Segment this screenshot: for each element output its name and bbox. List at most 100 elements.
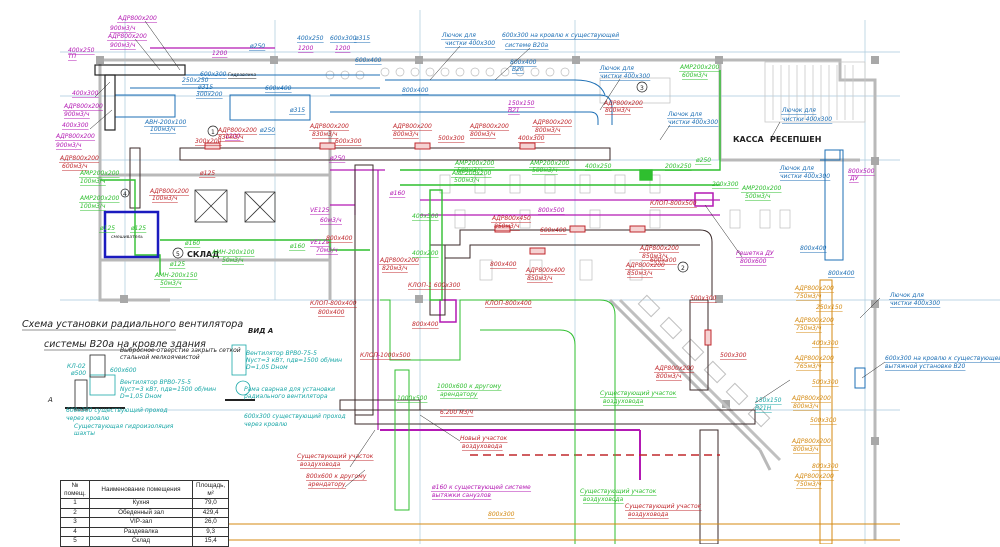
duct-annotation: 800х400 — [412, 321, 439, 328]
duct-annotation: ø125 — [99, 225, 115, 232]
cell-num: 3 — [60, 517, 90, 528]
duct-annotation: АДР800х200 — [59, 155, 99, 162]
duct-annotation: 400х250 — [68, 47, 95, 54]
duct-annotation: АМР200х200 — [529, 160, 570, 167]
duct-annotation: 300х200 — [196, 91, 223, 98]
air-handling-unit — [103, 210, 160, 259]
table-row: 1 Кухня 79,0 — [60, 498, 230, 509]
duct-annotation: 600м3/ч — [682, 72, 708, 79]
fan-scheme-drawing — [65, 344, 255, 411]
duct-annotation: Выбросное отверстие закрыть сеткой — [120, 347, 241, 354]
duct-annotation: Лючок для — [781, 107, 816, 114]
cell-area: 15,4 — [191, 536, 230, 547]
duct-annotation: АДР800х200 — [379, 257, 419, 264]
green-system — [100, 70, 721, 544]
duct-annotation: 100м3/ч — [150, 126, 176, 133]
duct-annotation: 150х150 — [755, 397, 782, 404]
duct-annotation: чистки 400х300 — [600, 73, 650, 80]
view-a-label: ВИД А — [248, 327, 273, 335]
room-marker-2: 2 — [681, 265, 685, 272]
duct-annotation: 800х500 — [848, 168, 875, 175]
duct-annotation: КЛОП-800х500 — [650, 200, 697, 207]
duct-annotation: КЛОП-1 600х300 — [408, 282, 461, 289]
room-marker-5: 5 — [176, 251, 180, 258]
duct-annotation: 1200 — [212, 50, 227, 57]
duct-annotation: АМН-200х150 — [154, 272, 198, 279]
duct-annotation: Решетка ДУ — [736, 250, 774, 257]
duct-annotation: 820м3/ч — [382, 265, 408, 272]
duct-annotation: Вентилятор ВРВ0-75-5 — [246, 350, 317, 357]
duct-annotation: 850м3/ч — [642, 253, 668, 260]
duct-annotation: 800х400 — [510, 59, 537, 66]
duct-annotation: чистки 400х300 — [890, 300, 940, 307]
duct-annotation: Существующий участок — [600, 390, 677, 397]
table-row: 2 Обеденный зал 429,4 — [60, 507, 230, 518]
duct-annotation: VE125 — [310, 239, 330, 246]
duct-annotation: АМР200х200 — [454, 160, 495, 167]
orange-system — [110, 279, 900, 544]
duct-annotation: АМР200х200 — [79, 195, 120, 202]
diagonal-booths — [618, 294, 782, 462]
duct-annotation: воздуховода — [603, 398, 644, 405]
duct-annotation: АМР200х200 — [679, 64, 720, 71]
duct-annotation: воздуховода — [583, 496, 624, 503]
duct-annotation: радиального вентилятора — [243, 393, 328, 400]
staircase — [764, 61, 866, 123]
duct-annotation: 1000х600 к другому — [437, 383, 502, 390]
labels-blue: 400х250 600х300 ø315 250х250 600х300 ø31… — [144, 32, 1000, 371]
duct-annotation: 500м3/ч — [457, 167, 483, 174]
duct-annotation: ø160 — [184, 240, 200, 247]
duct-annotation: 850м3/ч — [494, 223, 520, 230]
duct-annotation: Существующий участок — [580, 488, 657, 495]
duct-annotation: АДР800х200 — [532, 119, 572, 126]
duct-annotation: 60м3/ч — [320, 217, 342, 224]
duct-annotation: 500х300 — [810, 417, 837, 424]
duct-annotation: АМН-200х100 — [211, 249, 255, 256]
duct-annotation: АМР200х200 — [79, 170, 120, 177]
duct-annotation: 600х400 — [265, 85, 292, 92]
duct-annotation: ø250 — [249, 43, 265, 50]
labels-cyan: 150х150 В21Н — [755, 397, 782, 413]
duct-annotation: 900м3/ч — [64, 111, 90, 118]
duct-annotation: АДР800х200 — [63, 103, 103, 110]
duct-annotation: 1200 — [225, 133, 240, 140]
duct-annotation: АДР800х200 — [217, 127, 257, 134]
labels-green: АМР200х200 100м3/ч АМР200х200 100м3/ч ø1… — [79, 64, 782, 504]
duct-annotation: Существующий участок — [625, 503, 702, 510]
duct-annotation: АДР800х200 — [639, 245, 679, 252]
duct-annotation: 800х300 — [488, 511, 515, 518]
duct-annotation: Существующая гидроизоляция — [74, 423, 174, 430]
duct-annotation: 400х300 — [62, 122, 89, 129]
fan-scheme-notes: Выбросное отверстие закрыть сеткой сталь… — [66, 347, 346, 437]
room-name-kassa: КАССА — [733, 135, 764, 144]
cell-num: 1 — [60, 498, 90, 509]
duct-annotation: 800х400 — [490, 261, 517, 268]
duct-annotation: АДР800х200 — [603, 100, 643, 107]
header-room-name: Наименование помещения — [89, 480, 193, 499]
duct-annotation: 500м3/ч — [454, 177, 480, 184]
table-row: 3 VIP-зал 26,0 — [60, 517, 230, 528]
labels-magenta: АДР800х200 900м3/ч АДР800х200 900м3/ч 40… — [55, 15, 875, 500]
header-room-number: № помещ. — [60, 480, 90, 499]
duct-annotation: 400х300 — [72, 90, 99, 97]
duct-annotation: ø250 — [259, 127, 275, 134]
duct-annotation: чистки 400х300 — [445, 40, 495, 47]
duct-annotation: АДР800х200 — [309, 123, 349, 130]
duct-annotation: 900м3/ч — [110, 25, 136, 32]
duct-annotation: 100м3/ч — [80, 178, 106, 185]
duct-annotation: 800х400 — [800, 245, 827, 252]
duct-annotation: 500м3/ч — [745, 193, 771, 200]
duct-annotation: стальной мелкоячеистой — [120, 354, 200, 361]
duct-annotation: 250х150 — [816, 304, 843, 311]
duct-annotation: 800м3/ч — [793, 446, 819, 453]
walls — [98, 58, 877, 540]
duct-annotation: ДУ — [849, 175, 859, 182]
duct-annotation: КЛОП-1000х500 — [360, 352, 411, 359]
duct-annotation: 500м3/ч — [532, 167, 558, 174]
duct-annotation: 600х400 — [540, 227, 567, 234]
duct-annotation: ø160 — [389, 190, 405, 197]
duct-annotation: 600х300 — [200, 71, 227, 78]
duct-annotation: 1200 — [335, 45, 350, 52]
duct-annotation: ø315 — [289, 107, 305, 114]
